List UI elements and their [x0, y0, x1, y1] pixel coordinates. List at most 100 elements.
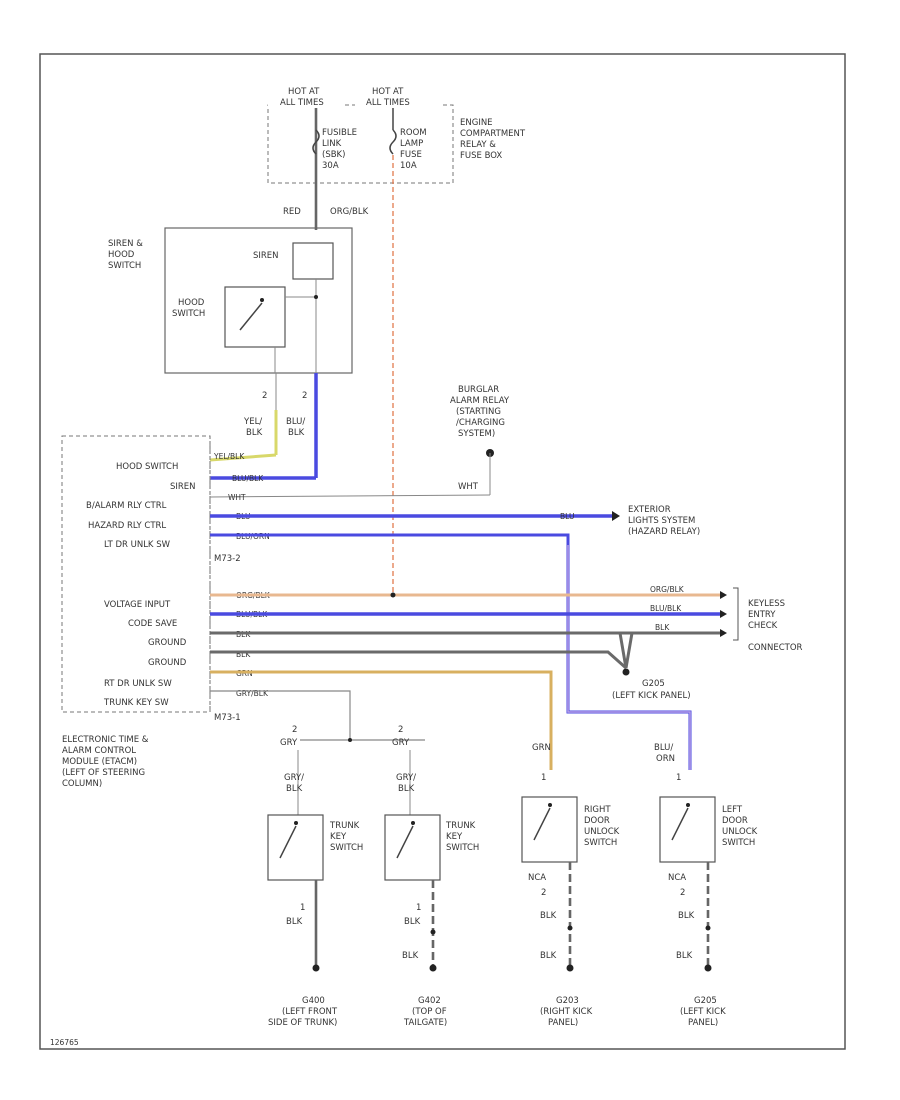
exterior-lights-label: LIGHTS SYSTEM [628, 516, 695, 526]
pin-label: 2 [680, 888, 685, 898]
siren-box [292, 242, 334, 280]
module-pin-label: TRUNK KEY SW [103, 698, 169, 708]
diagram-id: 126765 [50, 1038, 79, 1047]
module-label: (LEFT OF STEERING [62, 768, 145, 778]
module-pin-label: HAZARD RLY CTRL [88, 521, 166, 531]
ground-label: PANEL) [688, 1018, 718, 1028]
right-door-label: SWITCH [584, 838, 617, 848]
wire-label: BLK [246, 428, 263, 438]
pin-label: 1 [541, 773, 546, 783]
ground-label: (LEFT KICK PANEL) [612, 691, 691, 701]
siren-hood-label: SWITCH [108, 261, 141, 271]
g402-ground-dot [429, 964, 437, 972]
hood-switch-label: SWITCH [172, 309, 205, 319]
ground-wire-2 [210, 650, 627, 670]
wire-label: BLK [678, 911, 695, 921]
keyless-label: CHECK [748, 621, 778, 631]
trunk-switch-label: KEY [330, 832, 347, 842]
engine-box-label: RELAY & [460, 140, 496, 150]
exterior-lights-label: (HAZARD RELAY) [628, 527, 700, 537]
wire-label: BLU [560, 512, 574, 521]
wire-label: BLK [655, 623, 670, 632]
module-pin-label: GROUND [148, 638, 187, 648]
left-door-label: DOOR [722, 816, 748, 826]
wire-label: GRY/ [396, 773, 416, 783]
wire-label: BLU/ [286, 417, 305, 427]
pin-label: 1 [416, 903, 421, 913]
wire-label: GRN [532, 743, 551, 753]
wire-label: BLK [398, 784, 415, 794]
keyless-label: KEYLESS [748, 599, 785, 609]
wire-label: BLK [540, 911, 557, 921]
ground-label: (LEFT FRONT [282, 1007, 338, 1017]
left-door-label: LEFT [722, 805, 743, 815]
ground-label: (LEFT KICK [680, 1007, 726, 1017]
g205-ground-dot [622, 668, 630, 676]
burglar-label: BURGLAR [458, 385, 499, 395]
left-door-label: SWITCH [722, 838, 755, 848]
wire-label: NCA [668, 873, 686, 883]
wire-label: BLU/ [654, 743, 673, 753]
pin-label: 2 [398, 725, 403, 735]
wire-label-orgblk: ORG/BLK [330, 207, 369, 217]
right-door-label: UNLOCK [584, 827, 620, 837]
ground-label: G203 [556, 996, 579, 1006]
wire-label: BLK [286, 784, 303, 794]
burglar-label: (STARTING [456, 407, 501, 417]
engine-box-label: FUSE BOX [460, 151, 502, 161]
fuse2-label: ROOM [400, 128, 427, 138]
ground-label: G400 [302, 996, 325, 1006]
pin-label: 2 [302, 391, 307, 401]
pin-label: 2 [541, 888, 546, 898]
trunk-switch-label: TRUNK [329, 821, 360, 831]
fuse1-label: (SBK) [322, 150, 345, 160]
ground-label: G205 [694, 996, 717, 1006]
fuse2-label: FUSE [400, 150, 422, 160]
wire-label: BLU/BLK [232, 474, 264, 483]
hood-switch-label: HOOD [178, 298, 205, 308]
ground-label: (RIGHT KICK [540, 1007, 593, 1017]
pin-label: 1 [676, 773, 681, 783]
ground-label: TAILGATE) [403, 1018, 447, 1028]
g400-ground-dot [312, 964, 320, 972]
wht-wire [209, 494, 491, 498]
module-pin-label: GROUND [148, 658, 187, 668]
engine-fuse-box [267, 104, 454, 184]
wire-label: ORN [656, 754, 675, 764]
ground-label: PANEL) [548, 1018, 578, 1028]
wire-label: NCA [528, 873, 546, 883]
burglar-label: ALARM RELAY [450, 396, 510, 406]
wire-label: ORG/BLK [650, 585, 685, 594]
wire-label: BLK [676, 951, 693, 961]
pin-label: 2 [292, 725, 297, 735]
hood-switch-contact [239, 302, 263, 331]
pin-label: 2 [262, 391, 267, 401]
connector-label: M73-2 [214, 554, 241, 564]
wire-label: BLK [288, 428, 305, 438]
wire-label: BLU/BLK [650, 604, 682, 613]
engine-box-label: ENGINE [460, 118, 493, 128]
fuse1-label: 30A [322, 161, 339, 171]
trunk-switch-label: SWITCH [330, 843, 363, 853]
right-door-label: DOOR [584, 816, 610, 826]
module-pin-label: B/ALARM RLY CTRL [86, 501, 167, 511]
wire-label: BLK [404, 917, 421, 927]
module-label: MODULE (ETACM) [62, 757, 137, 767]
trunk-switch-label: TRUNK [445, 821, 476, 831]
keyless-label: CONNECTOR [748, 643, 803, 653]
module-pin-label: CODE SAVE [128, 619, 177, 629]
module-label: ELECTRONIC TIME & [62, 735, 149, 745]
wire-label: GRY/BLK [236, 689, 269, 698]
wire-label: BLK [236, 650, 251, 659]
wire-label: GRY [280, 738, 298, 748]
trunk-key-switch-2 [384, 814, 441, 881]
connector-label: M73-1 [214, 713, 241, 723]
hot-at-label-2: HOT AT [372, 87, 404, 97]
keyless-label: ENTRY [748, 610, 776, 620]
wire-label: WHT [228, 493, 246, 502]
wire-label: GRY/ [284, 773, 304, 783]
left-door-label: UNLOCK [722, 827, 758, 837]
wire-label-wht: WHT [458, 482, 479, 492]
etacm-module-box [61, 435, 211, 713]
